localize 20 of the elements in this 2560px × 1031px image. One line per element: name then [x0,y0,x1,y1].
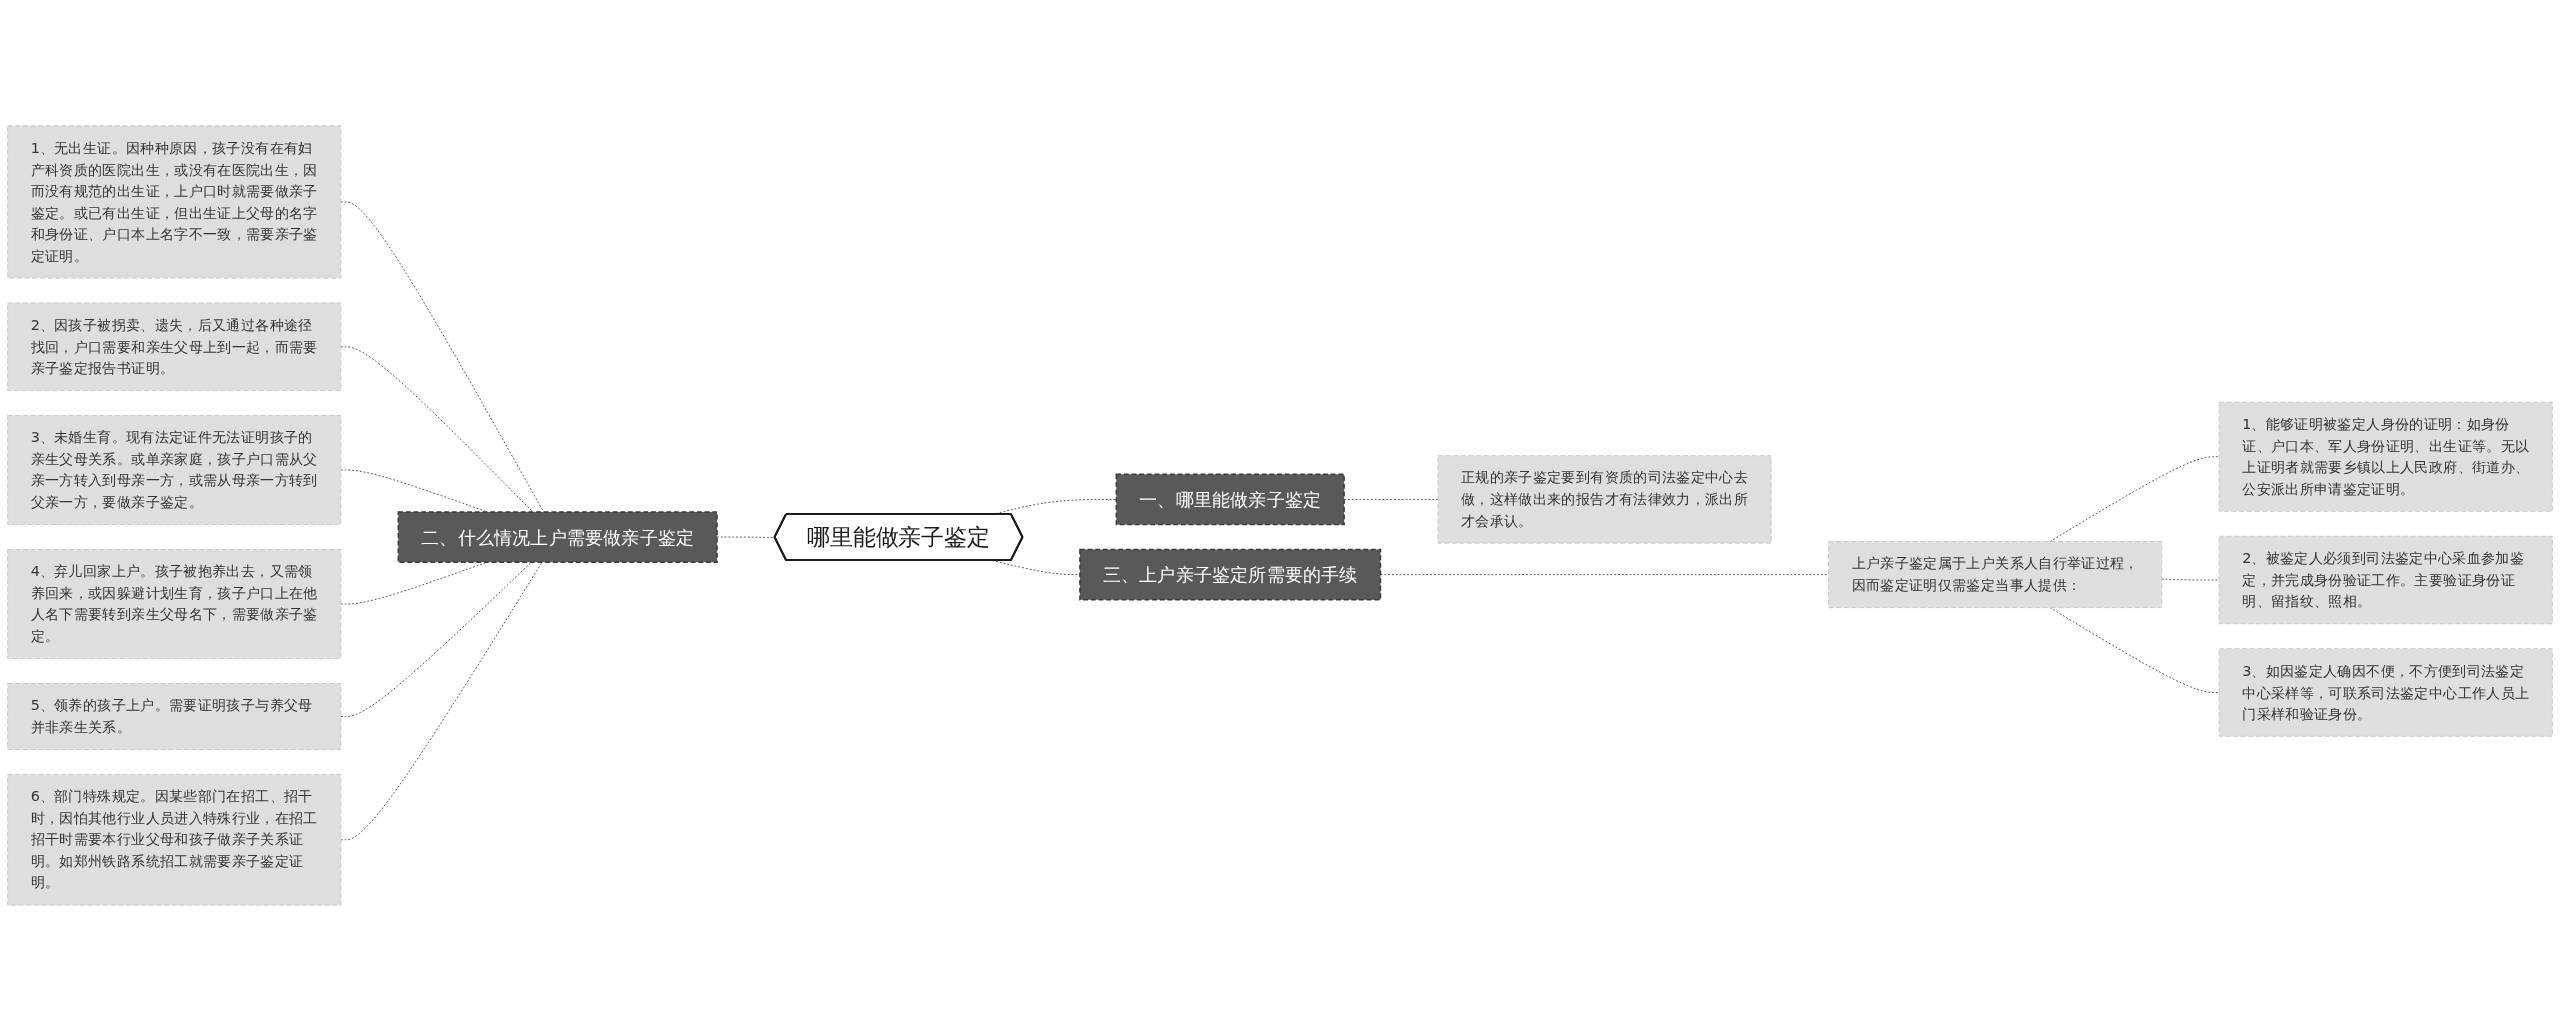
node-box: 三、上户亲子鉴定所需要的手续 [1079,548,1382,601]
node-box: 2、被鉴定人必须到司法鉴定中心采血参加鉴定，并完成身份验证工作。主要验证身份证明、留指纹、照相。 [2218,535,2553,625]
node-box: 3、如因鉴定人确因不便，不方便到司法鉴定中心采样等，可联系司法鉴定中心工作人员上门采样和验证身份。 [2218,648,2553,737]
connector [340,201,545,513]
node-box: 2、因孩子被拐卖、遗失，后又通过各种途径找回，户口需要和亲生父母上到一起，而需要亲子鉴定报告书证明。 [7,302,342,392]
node-box: 4、弃儿回家上户。孩子被抱养出去，又需领养回来，或因躲避计划生育，孩子户口上在他人名下需要转到亲生父母名下，需要做亲子鉴定。 [7,549,342,660]
node-box: 二、什么情况上户需要做亲子鉴定 [397,511,718,563]
node-box: 正规的亲子鉴定要到有资质的司法鉴定中心去做，这样做出来的报告才有法律效力，派出所才会承认。 [1437,455,1772,544]
node-box: 6、部门特殊规定。因某些部门在招工、招干时，因怕其他行业人员进入特殊行业，在招工招干时需要本行业父母和孩子做亲子关系证明。如郑州铁路系统招工就需要亲子鉴定证明。 [7,774,342,906]
connector [2161,578,2220,581]
node-box: 5、领养的孩子上户。需要证明孩子与养父母并非亲生关系。 [7,683,342,751]
connector [2049,607,2220,693]
node-box: 上户亲子鉴定属于上户关系人自行举证过程，因而鉴定证明仅需鉴定当事人提供： [1828,541,2163,609]
connector [340,561,532,718]
connector [340,346,534,513]
node-box: 3、未婚生育。现有法定证件无法证明孩子的亲生父母关系。或单亲家庭，孩子户口需从父亲一方转入到母亲一方，或需从母亲一方转到父亲一方，要做亲子鉴定。 [7,414,342,526]
node-box: 1、能够证明被鉴定人身份的证明：如身份证、户口本、军人身份证明、出生证等。无以上证明者就需要乡镇以上人民政府、街道办、公安派出所申请鉴定证明。 [2218,401,2553,512]
node-box: 一、哪里能做亲子鉴定 [1115,473,1345,526]
connector [340,561,543,841]
node-box: 1、无出生证。因种种原因，孩子没有在有妇产科资质的医院出生，或没有在医院出生，因而没有规范的出生证，上户口时就需要做亲子鉴定。或已有出生证，但出生证上父母的名字和身份证、户口本上名字不一致，需要亲子鉴定证明。 [7,125,342,279]
